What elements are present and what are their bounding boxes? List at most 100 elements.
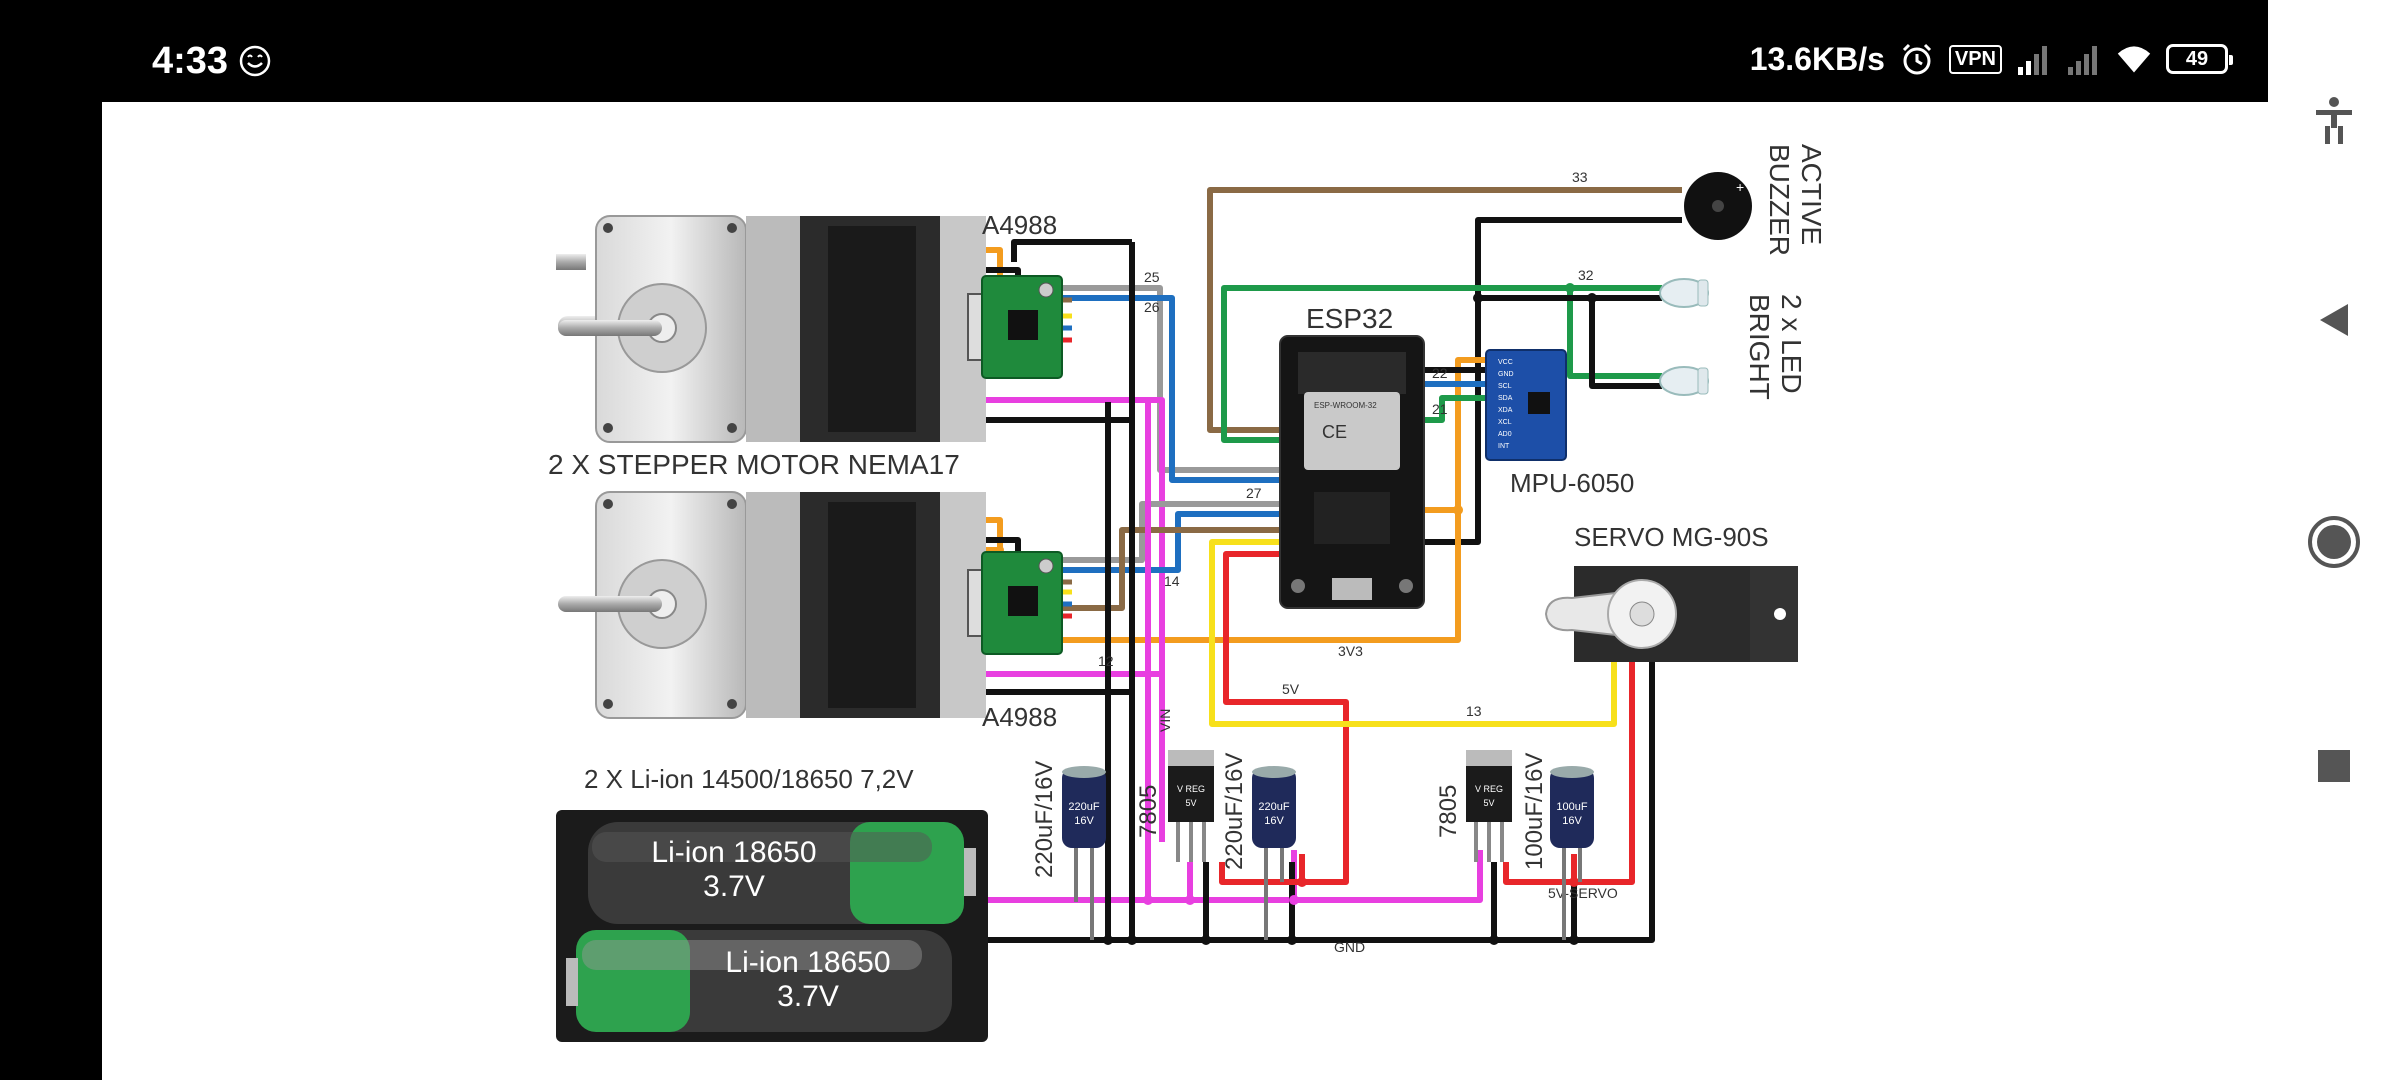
reg1-body-2: 5V <box>1185 798 1196 808</box>
label-wire-22: 22 <box>1432 365 1448 381</box>
label-wire-5v: 5V <box>1282 681 1300 697</box>
battery-level: 49 <box>2185 47 2209 70</box>
capacitor-2 <box>1252 766 1296 940</box>
label-wire-21: 21 <box>1432 401 1448 417</box>
label-wire-gnd: GND <box>1334 939 1365 955</box>
battery-icon: 49 <box>2166 44 2233 74</box>
cap2-body-voltage: 16V <box>1264 815 1284 827</box>
battery-holder <box>556 810 988 1042</box>
wire-mpu-vcc <box>1402 357 1488 513</box>
cap1-body-value: 220uF <box>1068 801 1099 813</box>
label-wire-vin: VIN <box>1157 709 1173 732</box>
status-bar: 4:33 13.6KB/s VPN 49 <box>0 0 2268 102</box>
led-label-1: 2 x LED <box>1776 294 1807 394</box>
cap1-label: 220uF/16V <box>1031 761 1058 878</box>
capacitor-3 <box>1550 766 1594 940</box>
back-button[interactable] <box>2304 290 2364 350</box>
reg1-body-1: V REG <box>1177 784 1205 794</box>
driver-bottom-label: A4988 <box>982 702 1057 732</box>
servo-label: SERVO MG-90S <box>1574 522 1769 552</box>
cap3-body-value: 100uF <box>1556 801 1587 813</box>
buzzer: + <box>1684 172 1752 240</box>
led-bottom <box>1659 366 1709 396</box>
led-label-2: BRIGHT <box>1744 294 1775 400</box>
wire-13 <box>1209 539 1617 727</box>
regulator-2 <box>1466 750 1512 862</box>
navigation-bar <box>2268 0 2400 1080</box>
status-right: 13.6KB/s VPN 49 <box>1749 38 2233 80</box>
wifi-icon <box>2117 46 2151 73</box>
led-top <box>1659 278 1709 308</box>
driver-top-label: A4988 <box>982 210 1057 240</box>
wire-3v3 <box>948 510 1461 643</box>
accessibility-icon <box>2316 97 2352 144</box>
signal-icon <box>2018 46 2047 75</box>
reg1-label: 7805 <box>1135 785 1162 838</box>
image-viewer[interactable]: 33 32 25 26 27 14 12 22 21 3V3 5V 13 GND… <box>102 102 2268 1080</box>
network-speed: 13.6KB/s <box>1749 40 1885 77</box>
stepper-motor-bottom <box>558 491 1009 719</box>
recents-button[interactable] <box>2304 736 2364 796</box>
wires <box>846 187 1682 943</box>
label-wire-13: 13 <box>1466 703 1482 719</box>
label-wire-5v-servo: 5V-SERVO <box>1548 885 1618 901</box>
cell1-name: Li-ion 18650 <box>651 836 816 869</box>
svg-text:GND: GND <box>1498 371 1514 378</box>
svg-text:VCC: VCC <box>1498 359 1513 366</box>
cell2-name: Li-ion 18650 <box>725 946 890 979</box>
label-wire-26: 26 <box>1144 299 1160 315</box>
mpu-pin-labels: VCC GND SCL SDA XDA XCL AD0 INT <box>1498 359 1514 450</box>
label-wire-27: 27 <box>1246 485 1262 501</box>
status-time: 4:33 <box>152 40 229 82</box>
signal-weak-icon <box>2068 46 2097 75</box>
wire-25 <box>982 285 1284 473</box>
cell1-voltage: 3.7V <box>703 870 765 903</box>
wire-14 <box>982 511 1284 573</box>
cap1-body-voltage: 16V <box>1074 815 1094 827</box>
capacitor-1 <box>1062 766 1106 940</box>
svg-text:+: + <box>1736 179 1744 195</box>
alarm-icon <box>1902 43 1931 75</box>
buzzer-label-2: BUZZER <box>1764 144 1795 256</box>
label-wire-14: 14 <box>1164 573 1180 589</box>
regulator-1 <box>1168 750 1214 862</box>
wire-labels: 33 32 25 26 27 14 12 22 21 3V3 5V 13 GND… <box>1098 169 1618 955</box>
home-icon <box>2308 516 2360 568</box>
a4988-driver-bottom <box>981 551 1063 655</box>
cell2-voltage: 3.7V <box>777 980 839 1013</box>
wire-gnd <box>846 662 1655 943</box>
esp-module-name: ESP-WROOM-32 <box>1314 401 1377 410</box>
accessibility-button[interactable] <box>2304 90 2364 150</box>
svg-text:XCL: XCL <box>1498 419 1512 426</box>
buzzer-label-1: ACTIVE <box>1796 144 1827 245</box>
mpu6050-board <box>1485 349 1567 461</box>
wire-led-black <box>1478 295 1662 389</box>
wire-esp-gnd <box>1011 239 1132 262</box>
cap3-body-voltage: 16V <box>1562 815 1582 827</box>
reg2-label: 7805 <box>1435 785 1462 838</box>
wire-21 <box>1412 395 1488 423</box>
wire-led-green <box>1567 288 1662 379</box>
cap2-body-value: 220uF <box>1258 801 1289 813</box>
recents-icon <box>2318 750 2350 782</box>
wiring-diagram: 33 32 25 26 27 14 12 22 21 3V3 5V 13 GND… <box>548 144 1827 1042</box>
svg-text:SCL: SCL <box>1498 383 1512 390</box>
wire-32 <box>1221 285 1662 443</box>
esp32-label: ESP32 <box>1306 303 1393 334</box>
wire-vin2 <box>1148 850 1483 903</box>
label-wire-25: 25 <box>1144 269 1160 285</box>
vpn-badge: VPN <box>1948 44 2002 74</box>
smiley-icon <box>239 45 271 77</box>
label-wire-33: 33 <box>1572 169 1588 185</box>
servo <box>1544 566 1798 662</box>
motors-label: 2 X STEPPER MOTOR NEMA17 <box>548 449 960 480</box>
home-button[interactable] <box>2304 512 2364 572</box>
cap2-label: 220uF/16V <box>1221 753 1248 870</box>
reg2-body-1: V REG <box>1475 784 1503 794</box>
mpu-label: MPU-6050 <box>1510 468 1634 498</box>
label-wire-3v3: 3V3 <box>1338 643 1363 659</box>
reg2-body-2: 5V <box>1483 798 1494 808</box>
wire-vin <box>846 397 1162 903</box>
label-wire-12: 12 <box>1098 653 1114 669</box>
svg-text:INT: INT <box>1498 443 1510 450</box>
